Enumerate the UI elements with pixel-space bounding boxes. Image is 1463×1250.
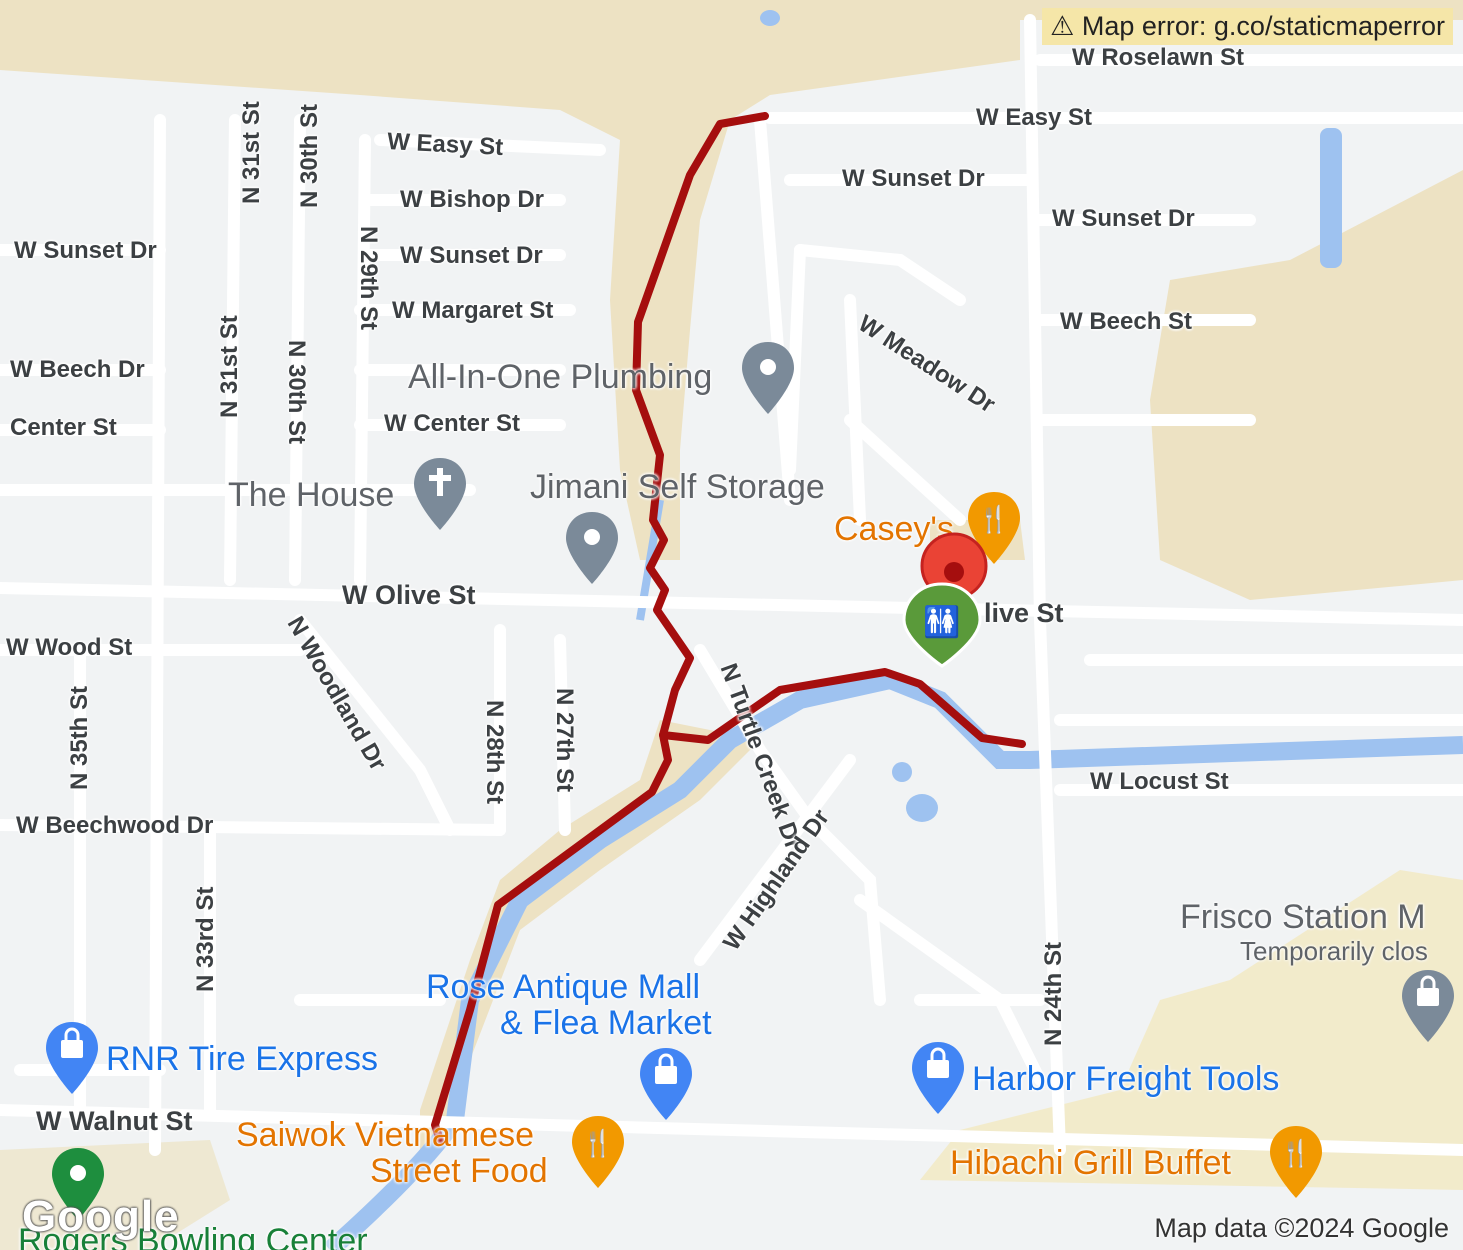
street-label: W Sunset Dr [14,237,157,264]
red-marker-icon[interactable] [918,530,990,610]
shopping-bag-icon[interactable] [1400,968,1456,1044]
street-label: N 33rd St [192,886,219,992]
place-pin-icon[interactable] [50,1146,106,1222]
poi-label-harbor[interactable]: Harbor Freight Tools [972,1060,1280,1098]
street-label: W Center St [384,410,521,437]
shopping-bag-icon[interactable] [910,1040,966,1116]
poi-label-church[interactable]: The House [228,476,395,514]
street-label: W Roselawn St [1072,44,1245,71]
park-area [0,0,1463,560]
street-label: W Sunset Dr [400,242,543,269]
street-label: W Beechwood Dr [16,812,214,839]
svg-text:🍴: 🍴 [1280,1138,1312,1169]
street-label: N 28th St [481,700,508,805]
shopping-bag-icon[interactable] [638,1046,694,1122]
map-error-text: Map error: g.co/staticmaperror [1081,11,1445,41]
road-network [0,14,1463,1156]
poi-label-storage[interactable]: Jimani Self Storage [530,468,825,506]
poi-label-bowling[interactable]: Rogers Bowling Center [18,1222,368,1250]
street-label: W Easy St [976,104,1093,131]
street-label: N 31st St [216,315,243,418]
shopping-bag-icon[interactable] [44,1020,100,1096]
street-label: N 31st St [238,101,265,204]
poi-label-hibachi[interactable]: Hibachi Grill Buffet [950,1144,1231,1182]
street-label: W Wood St [6,634,133,661]
street-label: W Locust St [1090,768,1229,795]
route-line [632,112,1026,748]
fork-knife-icon[interactable]: 🍴 [966,490,1022,566]
street-label: W Bishop Dr [400,186,544,213]
place-pin-icon[interactable] [564,510,620,586]
street-label: W Walnut St [36,1106,193,1136]
pond [892,762,912,782]
creek [324,670,1463,1250]
poi-label-tire[interactable]: RNR Tire Express [106,1040,379,1078]
street-label: N 30th St [283,340,310,445]
poi-label-antique[interactable]: Rose Antique Mall [426,968,701,1006]
route-line [431,731,672,1144]
svg-text:🚻: 🚻 [923,604,960,640]
poi-label-saiwok[interactable]: Saiwok Vietnamese [236,1116,534,1154]
street-label: W Margaret St [392,297,554,324]
poi-label-saiwok[interactable]: Street Food [370,1152,548,1190]
fork-knife-icon[interactable]: 🍴 [570,1114,626,1190]
poi-status-frisco: Temporarily clos [1240,936,1428,966]
street-label: N 29th St [355,226,382,331]
svg-text:🍴: 🍴 [582,1128,614,1159]
google-logo: Google [22,1192,180,1241]
warning-icon: ⚠ [1050,11,1075,41]
place-pin-icon[interactable] [740,340,796,416]
street-label: live St [984,598,1064,628]
street-label: W Sunset Dr [842,165,985,192]
pond [906,794,938,822]
street-label: W Olive St [342,580,476,610]
street-label: W Beech St [1060,308,1193,335]
poi-label-antique[interactable]: & Flea Market [500,1004,712,1042]
map-error-banner[interactable]: ⚠ Map error: g.co/staticmaperror [1042,8,1453,45]
park-area [1150,170,1463,600]
poi-label-plumbing[interactable]: All-In-One Plumbing [408,358,713,396]
street-label: W Easy St [386,128,504,162]
restroom-icon[interactable]: 🚻 [902,582,982,668]
cross-icon[interactable] [412,456,468,532]
poi-label-frisco[interactable]: Frisco Station M [1180,898,1426,936]
street-label: W Sunset Dr [1052,205,1195,232]
map-attribution: Map data ©2024 Google [1154,1213,1449,1243]
pond [1320,128,1342,268]
street-label: Center St [10,414,117,441]
street-label: N 24th St [1040,941,1067,1046]
street-label: N 27th St [551,688,578,793]
street-label: N 35th St [66,685,93,790]
fork-knife-icon[interactable]: 🍴 [1268,1124,1324,1200]
pond [760,10,780,26]
svg-text:🍴: 🍴 [978,504,1010,535]
street-label: W Beech Dr [10,356,145,383]
street-label: N 30th St [296,103,323,208]
